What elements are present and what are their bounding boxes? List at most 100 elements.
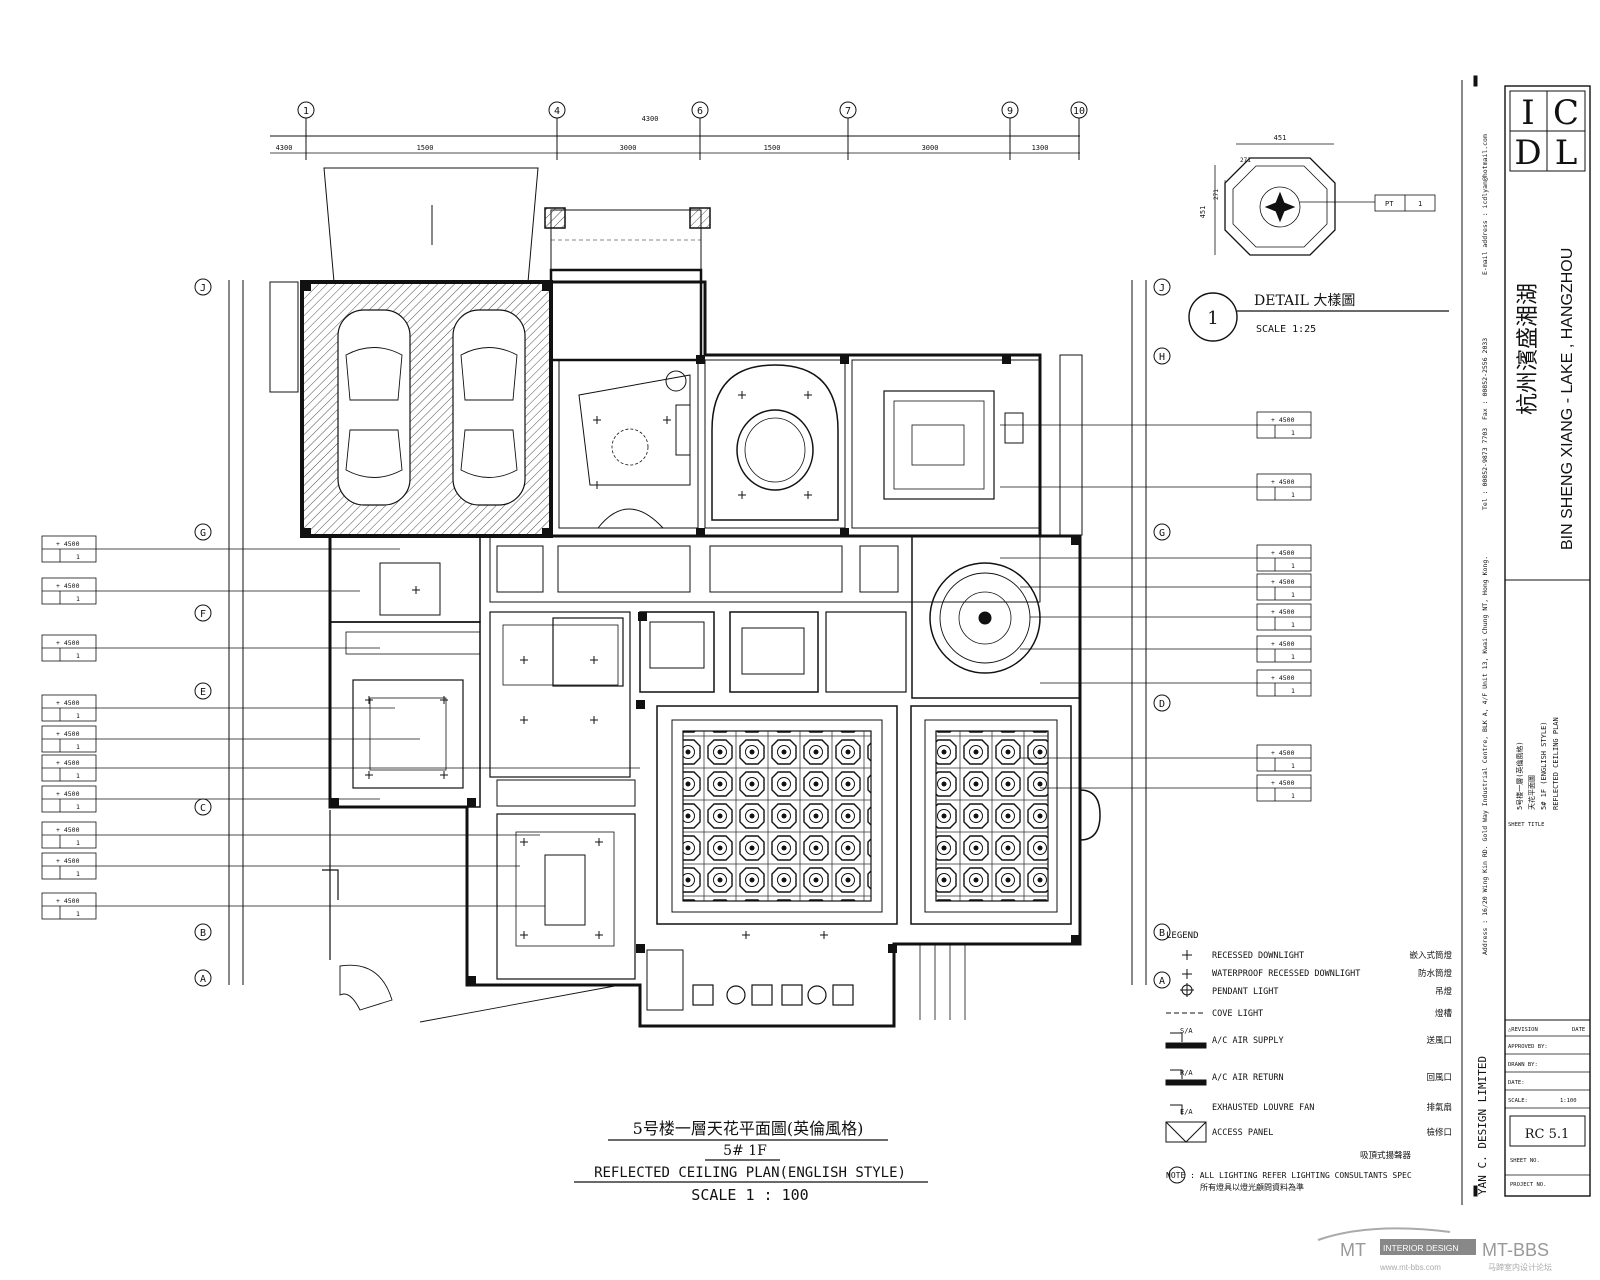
ceiling-tag-height: + 4500 (56, 857, 80, 865)
sheet-no-label: SHEET NO. (1510, 1158, 1540, 1164)
approved-by-label: APPROVED BY: (1508, 1044, 1548, 1050)
dim-top-seg: 1500 (417, 144, 434, 152)
ceiling-tag-height: + 4500 (56, 540, 80, 548)
legend-item-en: EXHAUSTED LOUVRE FAN (1212, 1103, 1314, 1113)
revision-date-label: DATE (1572, 1027, 1585, 1033)
legend-item-en: A/C AIR RETURN (1212, 1073, 1284, 1083)
ceiling-tag-number: 1 (76, 743, 80, 751)
ceiling-tag-number: 1 (76, 712, 80, 720)
sheet-title-line: 5号楼一層(英倫風格) (1515, 741, 1524, 810)
grid-label-left: B (200, 928, 206, 939)
logo-letter: L (1555, 133, 1578, 173)
grid-label-left: G (200, 528, 206, 539)
dim-top-seg: 1500 (764, 144, 781, 152)
grid-label-top: 9 (1007, 106, 1013, 117)
detail-dim-height: 451 (1199, 206, 1207, 219)
plan-title-en: REFLECTED CEILING PLAN(ENGLISH STYLE) (594, 1165, 906, 1181)
legend-item-en: A/C AIR SUPPLY (1212, 1036, 1284, 1046)
grid-label-right: H (1159, 352, 1165, 363)
dim-top-seg: 3000 (620, 144, 637, 152)
grid-label-top: 1 (303, 106, 309, 117)
ceiling-tag-height: + 4500 (1271, 416, 1295, 424)
ceiling-tag-number: 1 (1291, 429, 1295, 437)
legend-item-en: ACCESS PANEL (1212, 1128, 1273, 1138)
ceiling-tag-height: + 4500 (1271, 549, 1295, 557)
ceiling-tag-number: 1 (1291, 591, 1295, 599)
drawn-by-label: DRAWN BY: (1508, 1062, 1538, 1068)
legend-symbol-ea: E/A (1180, 1108, 1193, 1116)
ceiling-tag-height: + 4500 (1271, 640, 1295, 648)
ceiling-tag-number: 1 (76, 803, 80, 811)
legend-item-cn: 排氣扇 (1426, 1102, 1452, 1113)
ceiling-tag-height: + 4500 (56, 730, 80, 738)
legend-item-en: RECESSED DOWNLIGHT (1212, 951, 1304, 961)
ceiling-tag-number: 1 (1291, 687, 1295, 695)
legend-note-cn: 所有燈具以燈光顧問資料為準 (1200, 1182, 1304, 1192)
legend-item-en: WATERPROOF RECESSED DOWNLIGHT (1212, 969, 1360, 979)
ceiling-tag-number: 1 (76, 553, 80, 561)
detail-dim-b: 271 (1213, 189, 1220, 200)
ceiling-tag-number: 1 (76, 870, 80, 878)
ceiling-tag-height: + 4500 (56, 639, 80, 647)
scale-value: 1:100 (1560, 1098, 1577, 1104)
ceiling-tag-height: + 4500 (1271, 674, 1295, 682)
watermark-cn: 马蹄室内设计论坛 (1488, 1262, 1552, 1272)
top-dimension-line (270, 135, 1080, 154)
plan-title-cn: 5号楼一層天花平面圖(英倫風格) (633, 1119, 864, 1138)
sheet-title-line: REFLECTED CEILING PLAN (1552, 717, 1560, 810)
detail-dim-a: 271 (1240, 157, 1251, 164)
ceiling-tag-height: + 4500 (56, 790, 80, 798)
watermark-mid: INTERIOR DESIGN (1383, 1243, 1459, 1253)
ceiling-tag-number: 1 (1291, 792, 1295, 800)
watermark-left: MT (1340, 1240, 1366, 1260)
legend-item-cn: 回風口 (1426, 1073, 1452, 1083)
plan-scale: SCALE 1 : 100 (691, 1186, 808, 1204)
floor-plan (269, 167, 1101, 1028)
watermark-right: MT-BBS (1482, 1240, 1549, 1260)
ceiling-tag-height: + 4500 (1271, 608, 1295, 616)
detail-title: DETAIL 大樣圖 (1254, 292, 1355, 309)
detail-tag: PT (1385, 200, 1394, 208)
sheet-number: RC 5.1 (1525, 1127, 1570, 1142)
ceiling-tag-number: 1 (1291, 562, 1295, 570)
logo-letter: C (1553, 93, 1579, 133)
grid-label-left: A (200, 974, 206, 985)
title-block-frame (1461, 75, 1591, 1205)
detail-drawing (1188, 143, 1449, 342)
dim-top-seg: 3000 (922, 144, 939, 152)
ceiling-tag-number: 1 (1291, 491, 1295, 499)
ceiling-tag-height: + 4500 (1271, 478, 1295, 486)
grid-bubbles-left (194, 278, 244, 987)
ceiling-tags-left (41, 535, 640, 920)
grid-label-right: J (1159, 283, 1165, 294)
grid-label-left: J (200, 283, 206, 294)
legend-item-cn: 嵌入式筒燈 (1409, 950, 1452, 961)
revision-label: △REVISION (1508, 1027, 1538, 1033)
ceiling-tag-number: 1 (1291, 653, 1295, 661)
legend-item-cn: 送風口 (1426, 1035, 1452, 1046)
dim-top-seg: 1300 (1032, 144, 1049, 152)
grid-label-right: D (1159, 699, 1165, 710)
dim-top-seg: 4300 (276, 144, 293, 152)
ceiling-tag-number: 1 (76, 772, 80, 780)
legend-extra: 吸頂式揚聲器 (1360, 1150, 1412, 1161)
logo-letter: I (1521, 93, 1534, 133)
contact-email: E-mail address : icdlyan@hotmail.com (1481, 134, 1489, 275)
legend-item-cn: 燈槽 (1435, 1008, 1453, 1019)
scale-label: SCALE: (1508, 1098, 1528, 1104)
grid-label-top: 7 (845, 106, 851, 117)
watermark (1317, 1227, 1476, 1255)
grid-label-left: C (200, 803, 206, 814)
grid-label-top: 6 (697, 106, 703, 117)
contact-address: Address : 16/20 Wing Kin RD. Gold Way In… (1481, 556, 1489, 955)
legend-symbols (1165, 950, 1207, 1184)
project-name-en: BIN SHENG XIANG - LAKE , HANGZHOU (1559, 248, 1576, 550)
company-name: YAN C. DESIGN LIMITED (1476, 1056, 1489, 1195)
ceiling-tag-height: + 4500 (1271, 578, 1295, 586)
detail-number: 1 (1207, 308, 1218, 329)
dim-top-total: 4300 (642, 115, 659, 123)
ceiling-tag-number: 1 (1291, 762, 1295, 770)
project-name-cn: 杭州濱盛湘湖 (1516, 283, 1541, 415)
detail-dim-width: 451 (1274, 134, 1287, 142)
